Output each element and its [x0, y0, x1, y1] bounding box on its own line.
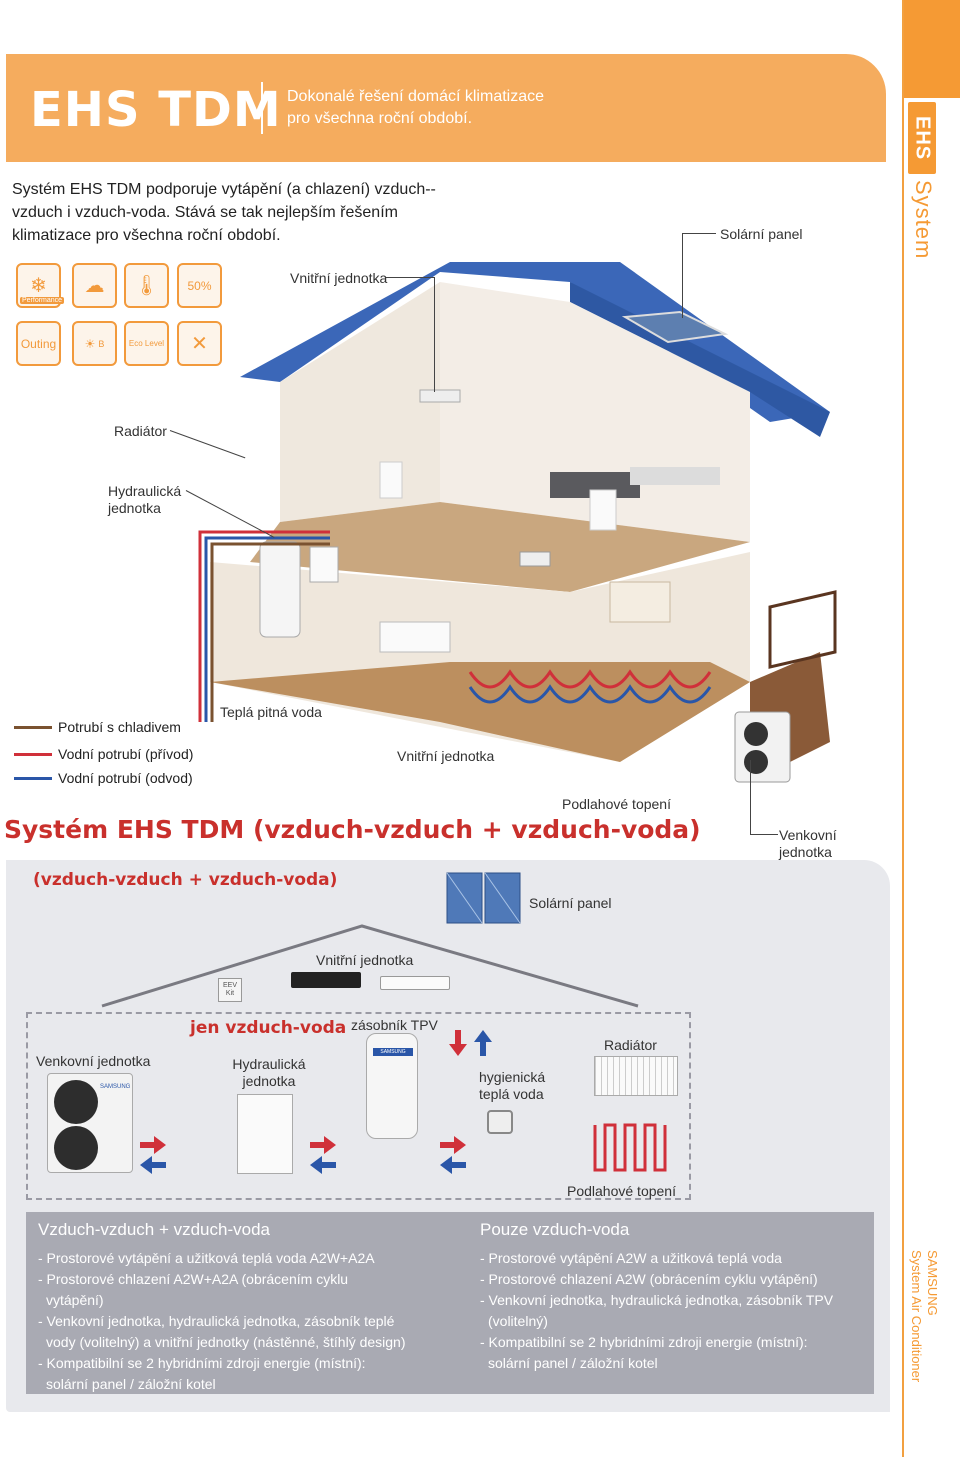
- legend-swatch: [14, 725, 52, 729]
- desc-line: - Prostorové vytápění a užitková teplá v…: [38, 1250, 375, 1266]
- callout-hot-water: Teplá pitná voda: [220, 704, 322, 720]
- eev-kit-box: EEV Kit: [218, 978, 242, 1002]
- legend-item: Vodní potrubí (přívod): [14, 746, 193, 762]
- callout-radiator: Radiátor: [114, 423, 167, 439]
- ehs-logo-word: System: [911, 180, 936, 260]
- schematic-dashed-frame: [26, 1012, 691, 1200]
- schematic-outdoor-label: Venkovní jednotka: [36, 1053, 151, 1069]
- schematic-floor-heating-label: Podlahové topení: [567, 1183, 676, 1199]
- solar-backup-icon: ☀B: [72, 321, 117, 366]
- schematic-indoor-unit-dark: [291, 972, 361, 988]
- performance-icon: ❄Performance: [16, 263, 65, 308]
- hydro-unit: [309, 546, 339, 583]
- desc-title: Vzduch-vzduch + vzduch-voda: [38, 1220, 270, 1239]
- desc-line: solární panel / záložní kotel: [488, 1355, 658, 1371]
- cloud-snow-icon: ☁: [72, 263, 117, 308]
- eco-level-icon: Eco Level: [124, 321, 169, 366]
- samsung-brand: SAMSUNG System Air Conditioner: [909, 1250, 940, 1383]
- schematic-radiator: [594, 1056, 678, 1096]
- desc-line: - Prostorové chlazení A2W+A2A (obrácením…: [38, 1271, 349, 1287]
- schematic-floor-heating-coil: [593, 1123, 667, 1172]
- header-tagline: Dokonalé řešení domácí klimatizace pro v…: [287, 88, 545, 127]
- legend-swatch: [14, 752, 52, 756]
- system-title: Systém EHS TDM (vzduch-vzduch + vzduch-v…: [4, 815, 701, 844]
- callout-floor-heating: Podlahové topení: [562, 796, 671, 812]
- desc-title: Pouze vzduch-voda: [480, 1220, 630, 1239]
- upper-indoor-unit: [419, 389, 461, 403]
- desc-line: vody (volitelný) a vnitřní jednotky (nás…: [46, 1334, 406, 1350]
- header-divider: [261, 82, 263, 134]
- house-cutaway-illustration: [198, 262, 837, 783]
- tank-label: zásobník TPV: [351, 1017, 438, 1033]
- tap-icon: [487, 1110, 513, 1134]
- ehs-system-logo: EHS System: [908, 102, 956, 262]
- callout-indoor-unit-top: Vnitřní jednotka: [290, 270, 388, 286]
- desc-line: - Kompatibilní se 2 hybridními zdroji en…: [38, 1355, 366, 1371]
- callout-outdoor-unit: Venkovní jednotka: [779, 827, 837, 860]
- defrost-icon: ✕: [177, 321, 222, 366]
- water-tank: [259, 541, 301, 638]
- legend-swatch: [14, 776, 52, 780]
- upper-floor: [250, 502, 750, 592]
- schematic-outdoor-unit: SAMSUNG: [47, 1073, 133, 1173]
- schematic-indoor-unit-white: [380, 976, 450, 990]
- ehs-logo-mark: EHS: [908, 102, 936, 174]
- side-rail: [902, 0, 960, 1457]
- roof: [240, 262, 830, 422]
- desc-box-air-air-water: Vzduch-vzduch + vzduch-voda - Prostorové…: [26, 1212, 466, 1394]
- flow-arrows: [140, 1030, 667, 1174]
- schematic-indoor-unit-label: Vnitřní jednotka: [316, 952, 414, 968]
- only-air-water-label: jen vzduch-voda: [190, 1018, 347, 1038]
- schematic-hydro-label: Hydraulická jednotka: [232, 1056, 306, 1089]
- lower-indoor-unit: [519, 551, 551, 567]
- callout-solar-panel: Solární panel: [720, 226, 803, 242]
- floor-heating-pipe: [468, 669, 712, 689]
- hygienic-water-label: hygienická teplá voda: [479, 1069, 546, 1102]
- bathtub: [379, 621, 451, 653]
- thermometer-snow-icon: 🌡: [124, 263, 169, 308]
- legend-item: Potrubí s chladivem: [14, 719, 181, 735]
- desc-line: - Prostorové vytápění A2W a užitková tep…: [480, 1250, 782, 1266]
- desc-line: vytápění): [46, 1292, 104, 1308]
- schematic-hydro-unit: [237, 1094, 293, 1174]
- schematic-solar-label: Solární panel: [529, 895, 612, 911]
- intro-text: Systém EHS TDM podporuje vytápění (a chl…: [12, 181, 436, 244]
- balcony-railing: [768, 590, 837, 669]
- desc-line: - Venkovní jednotka, hydraulická jednotk…: [480, 1292, 834, 1308]
- page-title: EHS TDM: [30, 82, 282, 138]
- desc-line: - Venkovní jednotka, hydraulická jednotk…: [38, 1313, 395, 1329]
- header-band: EHS TDM Dokonalé řešení domácí klimatiza…: [6, 54, 886, 162]
- desc-line: (volitelný): [488, 1313, 548, 1329]
- schematic-roof-outline: [101, 924, 639, 1008]
- desc-box-air-water-only: Pouze vzduch-voda - Prostorové vytápění …: [466, 1212, 874, 1394]
- outing-icon: Outing: [16, 321, 61, 366]
- percent-icon: 50%: [177, 263, 222, 308]
- schematic-water-tank: SAMSUNG: [366, 1033, 418, 1139]
- schematic-subtitle: (vzduch-vzduch + vzduch-voda): [33, 870, 338, 890]
- desc-line: - Prostorové chlazení A2W (obrácením cyk…: [480, 1271, 818, 1287]
- desc-line: solární panel / záložní kotel: [46, 1376, 216, 1392]
- dining-table: [630, 467, 720, 485]
- armchair: [609, 581, 671, 623]
- callout-hydro-unit: Hydraulická jednotka: [108, 483, 182, 516]
- legend-item: Vodní potrubí (odvod): [14, 770, 193, 786]
- side-rail-accent: [904, 0, 960, 98]
- roof-solar-panel: [621, 310, 729, 344]
- callout-indoor-unit-mid: Vnitřní jednotka: [397, 748, 495, 764]
- fan-icon: [54, 1080, 98, 1124]
- fan-icon: [54, 1126, 98, 1170]
- upper-radiator: [379, 461, 403, 499]
- schematic-radiator-label: Radiátor: [604, 1037, 657, 1053]
- desc-line: - Kompatibilní se 2 hybridními zdroji en…: [480, 1334, 808, 1350]
- schematic-solar-panel: [446, 872, 521, 924]
